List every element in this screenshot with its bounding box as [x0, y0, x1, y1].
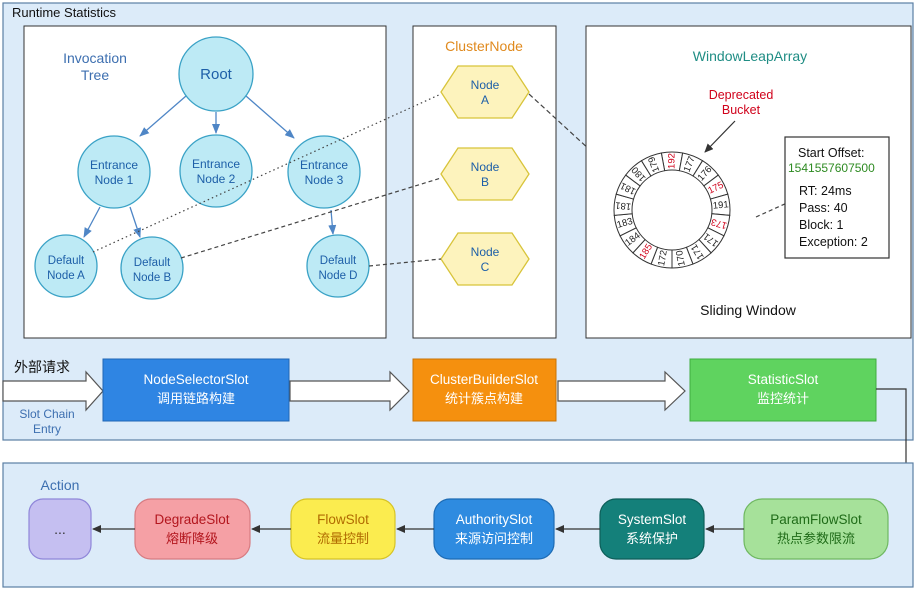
cluster-node-b: Node B [440, 147, 530, 201]
default-node-d: Default Node D [306, 234, 370, 298]
entry-arrow [2, 370, 104, 412]
entrance-node-3: Entrance Node 3 [287, 135, 361, 209]
deprecated-bucket-label-1: Deprecated [709, 88, 774, 102]
degrade-slot: DegradeSlot 熔断降级 [134, 498, 251, 560]
svg-text:...: ... [54, 521, 66, 537]
deprecated-bucket-label-2: Bucket [722, 103, 761, 117]
more-slots-placeholder: ... [28, 498, 92, 560]
svg-text:Default: Default [48, 255, 85, 267]
svg-text:调用链路构建: 调用链路构建 [157, 391, 235, 406]
svg-text:Node 3: Node 3 [305, 173, 344, 187]
start-offset-value: 1541557607500 [788, 161, 875, 175]
link-default-d-to-cluster-c [368, 258, 442, 267]
param-flow-slot: ParamFlowSlot 热点参数限流 [743, 498, 889, 560]
entrance-node-2: Entrance Node 2 [179, 134, 253, 208]
ring-bucket-label: 183 [616, 216, 634, 231]
svg-text:StatisticSlot: StatisticSlot [748, 372, 819, 387]
svg-text:流量控制: 流量控制 [317, 531, 369, 546]
svg-text:AuthoritySlot: AuthoritySlot [456, 512, 533, 527]
svg-text:熔断降级: 熔断降级 [166, 531, 218, 546]
svg-text:DegradeSlot: DegradeSlot [154, 512, 229, 527]
action-title: Action [41, 477, 80, 493]
svg-text:Entrance: Entrance [90, 158, 138, 172]
invocation-tree-title-line2: Tree [81, 67, 109, 83]
svg-text:Node 1: Node 1 [95, 173, 134, 187]
sliding-window-label: Sliding Window [700, 302, 797, 318]
svg-text:Node: Node [471, 160, 500, 174]
root-label: Root [200, 66, 233, 83]
slot-chain-entry-line1: Slot Chain [19, 407, 74, 421]
ring-bucket-label: 179 [646, 155, 662, 174]
svg-text:A: A [481, 93, 489, 107]
statistic-slot: StatisticSlot 监控统计 [689, 358, 877, 422]
deprecated-arrow [704, 120, 736, 153]
ring-bucket-label: 192 [667, 153, 678, 169]
exception-value: Exception: 2 [799, 235, 868, 249]
svg-text:Node B: Node B [133, 272, 172, 284]
svg-text:统计簇点构建: 统计簇点构建 [445, 391, 523, 406]
block-value: Block: 1 [799, 218, 844, 232]
svg-text:热点参数限流: 热点参数限流 [777, 531, 855, 546]
invocation-tree-title-line1: Invocation [63, 50, 127, 66]
root-node: Root [178, 36, 254, 112]
flow-slot: FlowSlot 流量控制 [290, 498, 396, 560]
ring-bucket-label: 172 [656, 249, 670, 267]
external-request-label: 外部请求 [14, 359, 70, 375]
slot-chain-entry-line2: Entry [33, 422, 61, 436]
svg-text:Default: Default [134, 257, 171, 269]
svg-text:Node: Node [471, 78, 500, 92]
link-cluster-a-to-window [528, 93, 628, 185]
authority-slot: AuthoritySlot 来源访问控制 [433, 498, 555, 560]
bucket-info-box [784, 136, 890, 259]
default-node-a: Default Node A [34, 234, 98, 298]
svg-text:B: B [481, 175, 489, 189]
cluster-node-a: Node A [440, 65, 530, 119]
svg-text:NodeSelectorSlot: NodeSelectorSlot [143, 372, 248, 387]
svg-text:来源访问控制: 来源访问控制 [455, 531, 533, 546]
window-title: WindowLeapArray [693, 48, 807, 64]
cluster-builder-slot: ClusterBuilderSlot 统计簇点构建 [412, 358, 557, 422]
chain-arrow-1 [289, 370, 410, 412]
pass-value: Pass: 40 [799, 201, 848, 215]
ring-bucket [640, 152, 666, 177]
ring-bucket-label: 177 [682, 155, 698, 174]
default-node-b: Default Node B [120, 236, 184, 300]
svg-text:监控统计: 监控统计 [757, 391, 809, 406]
chain-arrow-2 [557, 370, 686, 412]
ring-bucket-label: 170 [674, 249, 688, 267]
svg-text:ClusterBuilderSlot: ClusterBuilderSlot [430, 372, 538, 387]
svg-text:Default: Default [320, 255, 357, 267]
svg-text:C: C [481, 260, 490, 274]
cluster-node-c: Node C [440, 232, 530, 286]
ring-bucket-label: 191 [712, 199, 729, 211]
svg-text:Node: Node [471, 245, 500, 259]
svg-text:Entrance: Entrance [300, 158, 348, 172]
svg-text:ParamFlowSlot: ParamFlowSlot [770, 512, 862, 527]
svg-text:Node 2: Node 2 [197, 172, 236, 186]
cluster-node-title: ClusterNode [445, 38, 523, 54]
svg-text:系统保护: 系统保护 [626, 531, 678, 546]
svg-text:SystemSlot: SystemSlot [618, 512, 687, 527]
system-slot: SystemSlot 系统保护 [599, 498, 705, 560]
link-default-b-to-cluster-b [180, 177, 442, 259]
runtime-title: Runtime Statistics [12, 5, 117, 20]
bucket-to-info-link [755, 202, 788, 218]
entrance-node-1: Entrance Node 1 [77, 135, 151, 209]
svg-text:Entrance: Entrance [192, 157, 240, 171]
svg-text:Node A: Node A [47, 270, 85, 282]
ring-bucket-label: 181 [615, 199, 632, 211]
node-selector-slot: NodeSelectorSlot 调用链路构建 [102, 358, 290, 422]
link-default-a-to-cluster-a [92, 93, 442, 253]
svg-text:Node D: Node D [319, 270, 358, 282]
start-offset-label: Start Offset: [798, 146, 864, 160]
rt-value: RT: 24ms [799, 184, 852, 198]
ring-bucket-label: 173 [710, 216, 728, 231]
svg-text:FlowSlot: FlowSlot [317, 512, 369, 527]
